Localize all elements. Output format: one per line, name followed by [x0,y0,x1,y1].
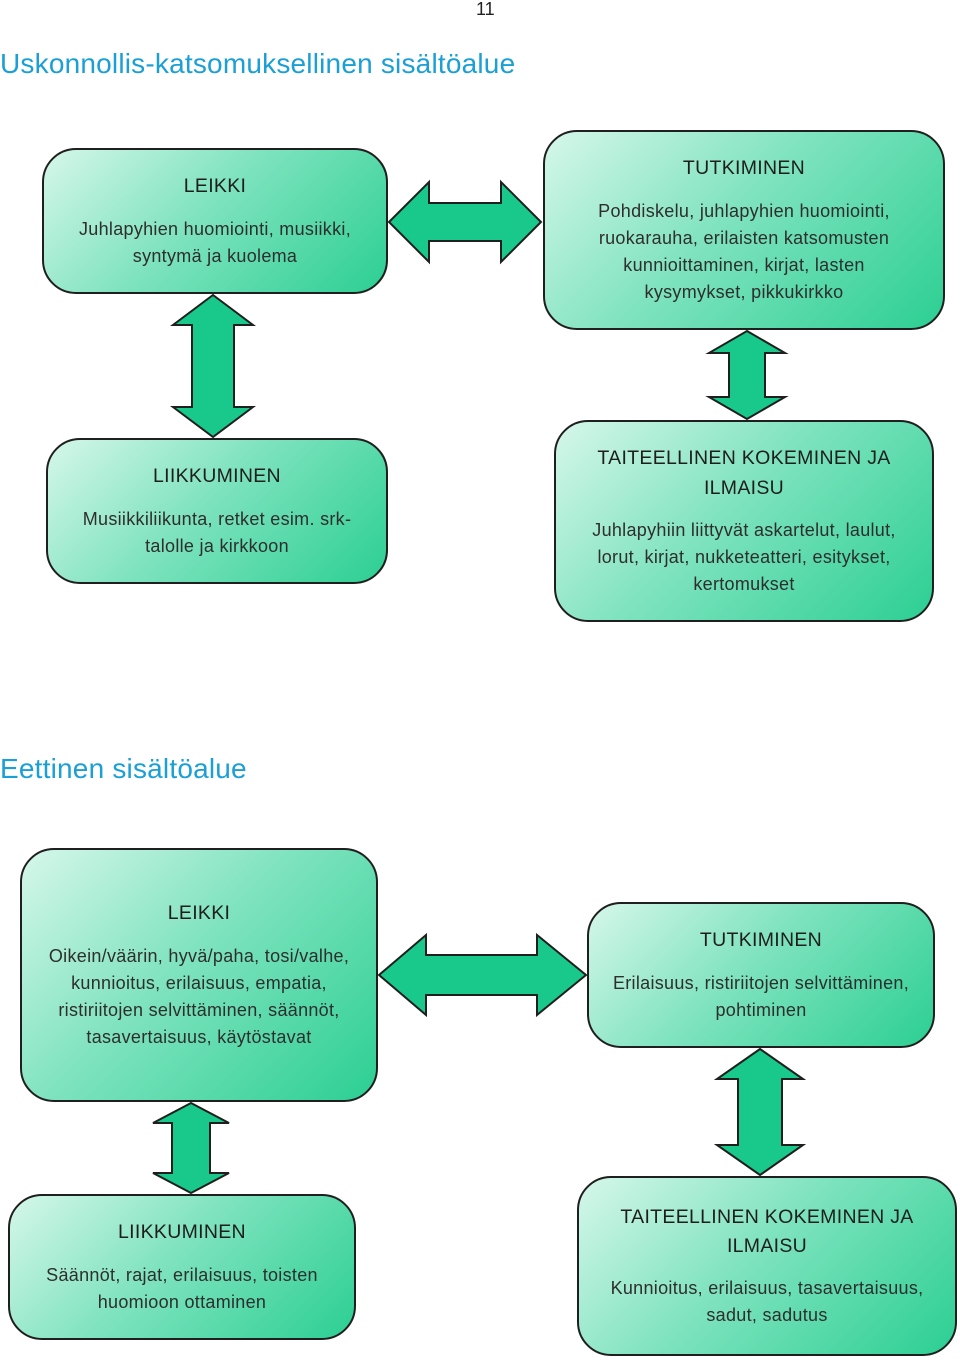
box-body: Erilaisuus, ristiriitojen selvittäminen,… [612,972,910,1020]
arrow-tutkiminen-taiteellinen-ethical [713,1047,807,1177]
section-title-religious: Uskonnollis-katsomuksellinen sisältöalue [0,48,516,79]
box-heading: LIIKKUMINEN [118,1221,246,1244]
box-heading: TAITEELLINEN KOKEMINEN JA ILMAISU [597,447,891,499]
box-leikki-religious: LEIKKI Juhlapyhien huomiointi, musiikki,… [42,148,388,294]
section-title-ethical: Eettinen sisältöalue [0,753,247,784]
box-liikkuminen-ethical: LIIKKUMINEN Säännöt, rajat, erilaisuus, … [8,1194,356,1340]
arrow-tutkiminen-taiteellinen-religious [705,329,789,421]
arrow-leikki-tutkiminen-religious [387,179,543,265]
box-body: Juhlapyhiin liittyvät askartelut, laulut… [592,519,896,594]
box-body: Musiikkiliikunta, retket esim. srk-talol… [82,508,352,556]
box-body: Oikein/väärin, hyvä/paha, tosi/valhe, ku… [48,945,350,1047]
box-heading: LIIKKUMINEN [153,465,281,488]
box-body: Juhlapyhien huomiointi, musiikki, syntym… [78,218,352,266]
box-heading: TUTKIMINEN [699,929,823,952]
arrow-leikki-liikkuminen-ethical [152,1101,230,1195]
box-taiteellinen-religious: TAITEELLINEN KOKEMINEN JA ILMAISU Juhlap… [554,420,934,622]
box-leikki-ethical: LEIKKI Oikein/väärin, hyvä/paha, tosi/va… [20,848,378,1102]
box-tutkiminen-religious: TUTKIMINEN Pohdiskelu, juhlapyhien huomi… [543,130,945,330]
page-number: 11 [476,0,495,19]
box-taiteellinen-ethical: TAITEELLINEN KOKEMINEN JA ILMAISU Kunnio… [577,1176,957,1356]
box-tutkiminen-ethical: TUTKIMINEN Erilaisuus, ristiriitojen sel… [587,902,935,1048]
box-liikkuminen-religious: LIIKKUMINEN Musiikkiliikunta, retket esi… [46,438,388,584]
box-body: Säännöt, rajat, erilaisuus, toisten huom… [46,1264,318,1312]
box-heading: TUTKIMINEN [682,157,806,180]
arrow-leikki-liikkuminen-religious [170,293,256,439]
arrow-leikki-tutkiminen-ethical [377,932,588,1018]
box-heading: LEIKKI [183,175,247,198]
box-body: Pohdiskelu, juhlapyhien huomiointi, ruok… [598,200,890,302]
box-heading: LEIKKI [167,902,231,925]
box-heading: TAITEELLINEN KOKEMINEN JA ILMAISU [620,1205,914,1257]
box-body: Kunnioitus, erilaisuus, tasavertaisuus, … [610,1278,924,1326]
